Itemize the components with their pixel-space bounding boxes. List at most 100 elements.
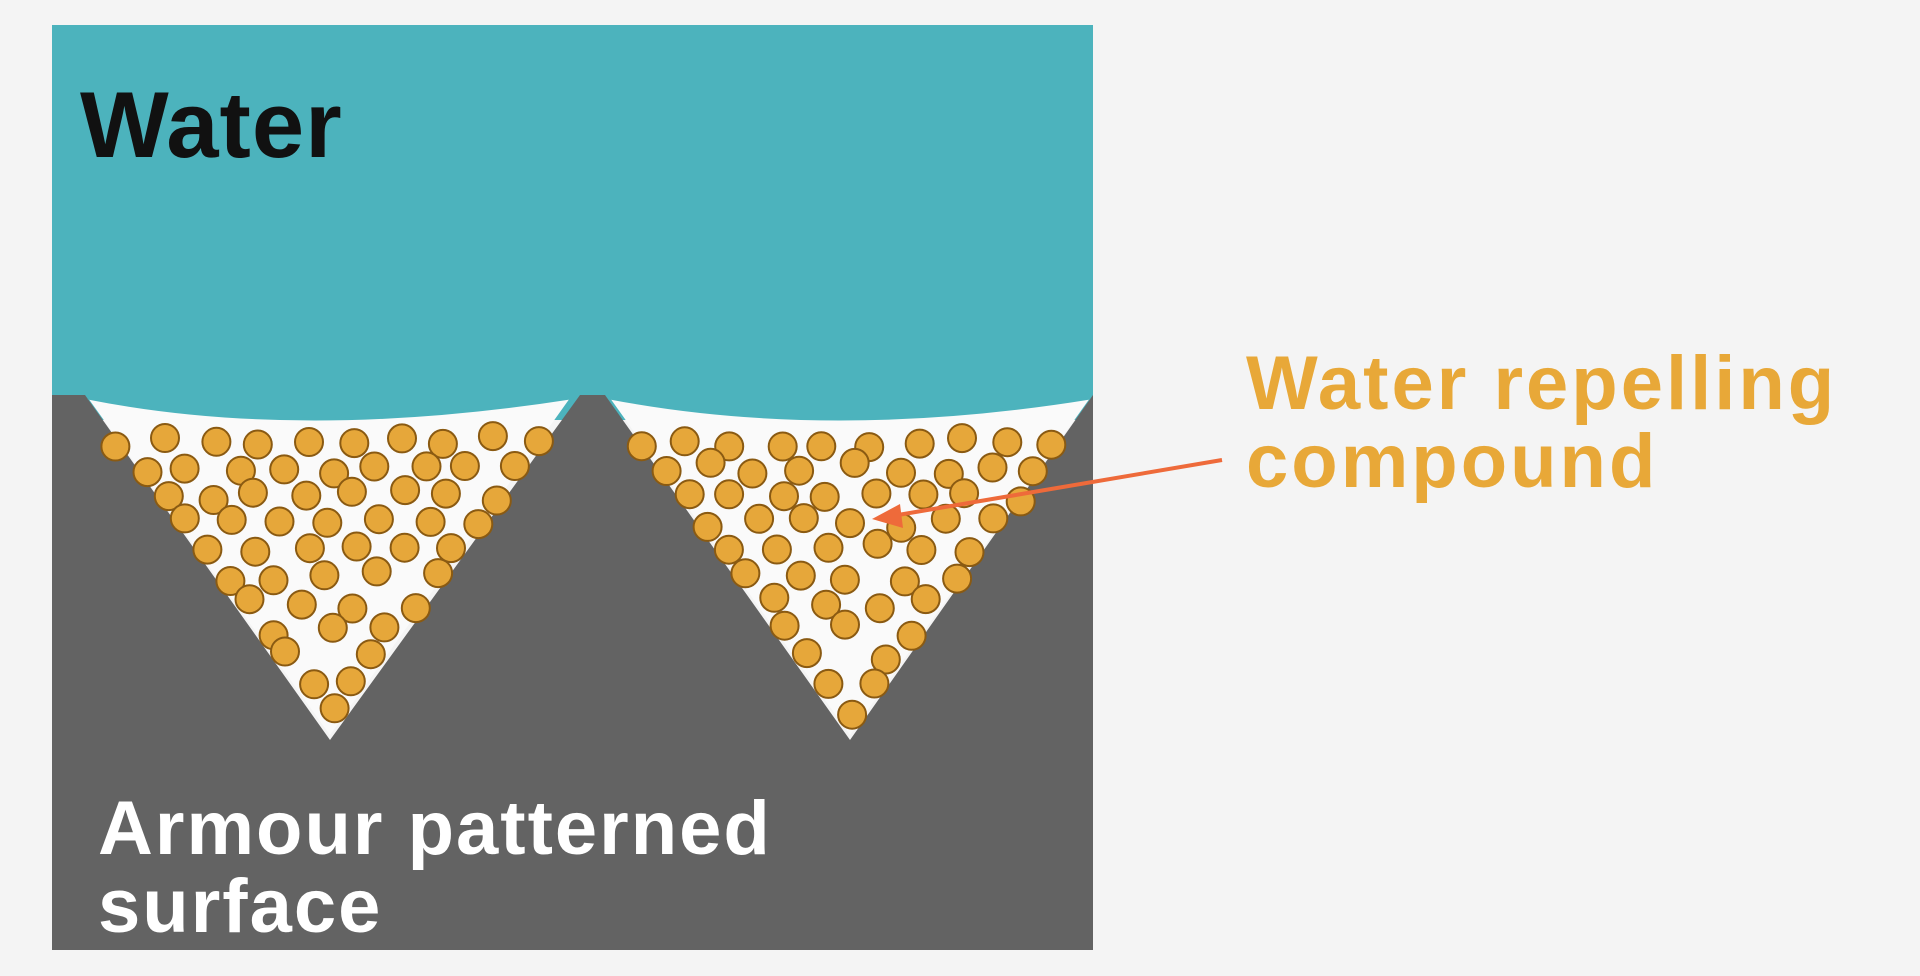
compound-particle (449, 451, 480, 481)
compound-particle (415, 506, 446, 537)
compound-particle (830, 609, 860, 640)
compound-particles (100, 421, 1067, 730)
compound-particle (769, 481, 799, 512)
compound-particle (237, 477, 268, 508)
compound-particle (761, 534, 792, 565)
compound-particle (216, 504, 247, 535)
compound-particle (896, 620, 927, 651)
compound-particle (499, 451, 530, 481)
compound-particle (258, 565, 289, 596)
compound-particle (784, 455, 815, 486)
compound-particle (389, 532, 420, 563)
compound-particle (759, 582, 790, 613)
compound-particle (400, 593, 431, 624)
compound-particle (436, 533, 466, 564)
compound-particle (977, 452, 1008, 483)
compound-particle (240, 536, 271, 567)
compound-particle (463, 509, 494, 540)
compound-particle (904, 428, 935, 459)
compound-particle (835, 508, 865, 539)
compound-particle (312, 507, 343, 538)
compound-particle (737, 458, 768, 489)
compound-particle (1036, 429, 1067, 460)
compound-particle (859, 668, 890, 699)
compound-particle (319, 693, 350, 724)
compound-particle (269, 454, 300, 485)
compound-particle (930, 503, 961, 534)
water-region (52, 25, 1093, 420)
compound-particle (949, 478, 980, 509)
compound-particle (359, 451, 390, 482)
compound-particle (234, 584, 265, 615)
compound-particle (908, 479, 939, 510)
compound-particle (692, 511, 723, 542)
compound-particle (714, 479, 745, 510)
compound-particle (341, 531, 372, 562)
compound-particle (910, 584, 941, 615)
compound-particle (355, 639, 386, 670)
compound-particle (169, 453, 200, 484)
armour-surface (52, 395, 1093, 950)
compound-particle (813, 668, 844, 699)
compound-particle (319, 458, 350, 489)
compound-particle (363, 504, 394, 535)
water-label: Water (80, 72, 343, 177)
compound-particle (270, 636, 300, 667)
compound-particle (242, 429, 273, 460)
compound-particle (829, 564, 860, 595)
compound-particle (669, 426, 700, 457)
compound-particle (947, 423, 977, 454)
compound-particle (361, 556, 392, 587)
compound-particle (411, 451, 442, 482)
meniscus-right (609, 396, 1091, 421)
compound-particle (309, 560, 340, 591)
compound-particle (837, 699, 868, 730)
compound-particle (215, 566, 246, 596)
compound-particle (477, 421, 508, 452)
compound-particle (785, 560, 816, 591)
compound-particle (192, 534, 223, 565)
compound-particle (626, 431, 657, 462)
compound-particle (767, 431, 798, 462)
compound-particle (264, 506, 295, 537)
compound-particle (150, 423, 180, 453)
compound-particle (390, 475, 421, 506)
compound-particle (839, 447, 870, 478)
surface-label-line2: surface (98, 864, 383, 949)
compound-particle (198, 485, 229, 515)
compound-particle (336, 476, 367, 507)
compound-particle (291, 480, 322, 511)
compound-particle (954, 537, 985, 568)
compound-particle (481, 485, 512, 516)
compound-label: Water repelling compound (1246, 345, 1837, 501)
compound-arrow (891, 458, 1223, 518)
meniscus-left (87, 396, 571, 421)
compound-particle (806, 431, 837, 462)
compound-particle (674, 479, 705, 510)
compound-particle (942, 563, 973, 594)
compound-particle (523, 426, 554, 457)
compound-particle (978, 503, 1009, 534)
compound-particle (100, 431, 131, 462)
compound-particle (369, 612, 400, 643)
compound-particle (286, 589, 317, 620)
compound-particle (317, 612, 348, 643)
compound-particle (335, 666, 366, 697)
compound-arrow-head (872, 504, 903, 528)
compound-particle (169, 503, 200, 534)
compound-particle (423, 558, 454, 589)
compound-particle (769, 610, 800, 641)
compound-particle (153, 481, 184, 512)
compound-particle (339, 428, 370, 459)
compound-particle (861, 478, 892, 509)
compound-particle (811, 589, 842, 620)
surface-label: Armour patterned surface (98, 790, 772, 946)
compound-particle (906, 535, 937, 565)
compound-particle (791, 638, 822, 669)
compound-particle (730, 558, 761, 589)
compound-particle (427, 428, 458, 459)
compound-particle (299, 669, 330, 700)
compound-particle (294, 427, 324, 457)
surface-label-line1: Armour patterned (98, 786, 772, 871)
